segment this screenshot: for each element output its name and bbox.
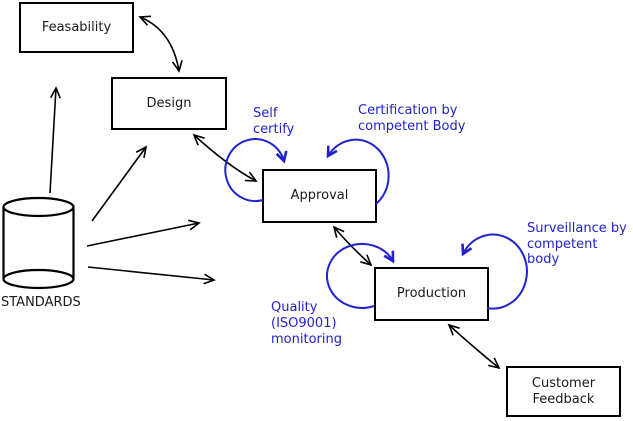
arrow-standards-design [91,145,148,222]
arrow-standards-approval [86,219,201,247]
node-production: Production [374,267,489,321]
node-design: Design [111,77,227,130]
standards-cylinder-shape [2,196,75,290]
arrow-approval-production [332,225,373,267]
annotation-certification-by-competent-body: Certification by competent Body [358,103,466,134]
node-approval: Approval [262,169,377,223]
node-feasability: Feasability [19,2,134,53]
annotation-surveillance-by-competent-body: Surveillance by competent body [527,221,627,267]
standards-datastore-label: STANDARDS [1,295,81,310]
arrow-feasability-design [138,15,183,73]
arrow-design-approval [192,133,258,182]
arrow-standards-production [87,266,216,285]
arrow-production-customer-feedback [447,323,501,370]
annotation-quality-iso9001-monitoring: Quality (ISO9001) monitoring [271,300,342,347]
arrow-standards-feasability [49,86,61,194]
annotation-self-certify: Self certify [253,106,295,137]
node-customer-feedback: Customer Feedback [506,366,621,417]
